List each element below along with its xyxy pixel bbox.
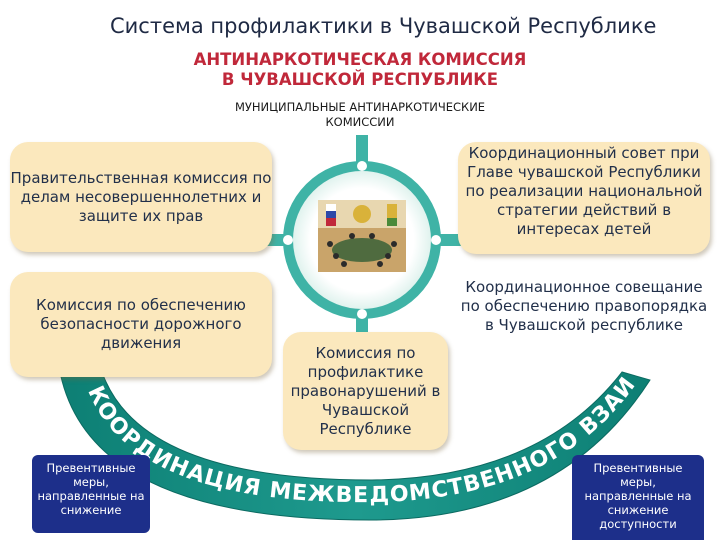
municipal-commissions-title: МУНИЦИПАЛЬНЫЕ АНТИНАРКОТИЧЕСКИЕ КОМИССИИ <box>190 100 530 130</box>
coordination-arc <box>59 371 651 521</box>
hub-dot-top <box>357 161 367 171</box>
hub-dot-bottom <box>357 309 367 319</box>
hub-dot-left <box>283 235 293 245</box>
preventive-measures-right: Превентивные меры, направленные на сниже… <box>572 455 704 540</box>
commission-title: АНТИНАРКОТИЧЕСКАЯ КОМИССИЯ В ЧУВАШСКОЙ Р… <box>150 50 570 90</box>
offense-prevention-box: Комиссия по профилактике правонарушений … <box>283 332 448 450</box>
preventive-measures-right-label: Превентивные меры, направленные на сниже… <box>584 461 692 531</box>
gov-commission-label: Правительственная комиссия по делам несо… <box>10 168 272 225</box>
coord-council-label: Координационный совет при Главе чувашско… <box>465 144 703 238</box>
coord-meeting-label: Координационное совещание по обеспечению… <box>460 278 708 334</box>
preventive-measures-left: Превентивные меры, направленные на сниже… <box>32 455 150 533</box>
road-safety-box: Комиссия по обеспечению безопасности дор… <box>10 272 272 377</box>
hub-dot-right <box>431 235 441 245</box>
gov-commission-box: Правительственная комиссия по делам несо… <box>10 142 272 252</box>
commission-title-line2: В ЧУВАШСКОЙ РЕСПУБЛИКЕ <box>221 70 499 89</box>
commission-title-line1: АНТИНАРКОТИЧЕСКАЯ КОМИССИЯ <box>193 50 527 69</box>
municipal-title-line1: МУНИЦИПАЛЬНЫЕ АНТИНАРКОТИЧЕСКИЕ <box>234 100 486 114</box>
page-title: Система профилактики в Чувашской Республ… <box>110 14 657 38</box>
offense-prevention-label: Комиссия по профилактике правонарушений … <box>290 343 441 438</box>
coord-council-box: Координационный совет при Главе чувашско… <box>458 142 710 254</box>
preventive-measures-left-label: Превентивные меры, направленные на сниже… <box>37 461 145 517</box>
municipal-title-line2: КОМИССИИ <box>325 115 395 129</box>
coord-meeting-box: Координационное совещание по обеспечению… <box>458 272 710 382</box>
meeting-photo <box>318 200 406 272</box>
road-safety-label: Комиссия по обеспечению безопасности дор… <box>36 296 246 352</box>
